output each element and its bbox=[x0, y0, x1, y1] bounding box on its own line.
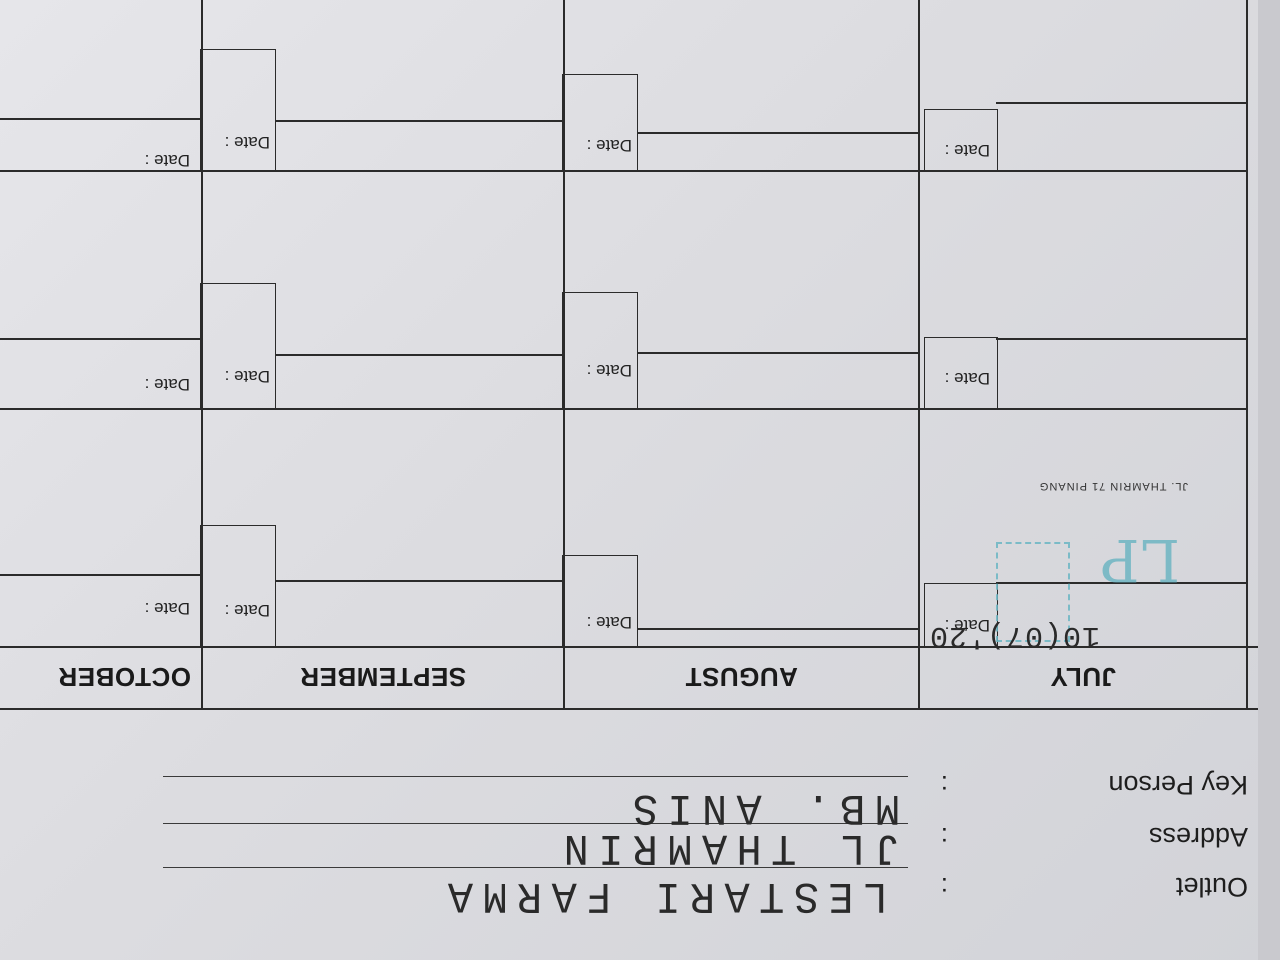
handwritten-date: 10(07)'20 bbox=[928, 618, 1100, 652]
key-person-line bbox=[163, 776, 908, 777]
date-tab bbox=[562, 74, 638, 170]
date-tab bbox=[562, 555, 638, 646]
key-person-value: MB. ANIS bbox=[623, 782, 900, 832]
grid-top-rule bbox=[0, 708, 1258, 710]
row-rule bbox=[0, 574, 201, 576]
key-person-colon: : bbox=[940, 770, 948, 800]
date-label: Date : bbox=[144, 599, 190, 618]
date-tab bbox=[200, 283, 276, 408]
grid-divider-1 bbox=[918, 0, 920, 710]
row-rule bbox=[276, 580, 563, 582]
row-rule bbox=[996, 102, 1246, 104]
month-october: OCTOBER bbox=[57, 662, 191, 692]
outlet-colon: : bbox=[940, 872, 948, 902]
date-label: Date : bbox=[144, 151, 190, 170]
address-label: Address bbox=[1148, 822, 1248, 852]
row-rule bbox=[996, 338, 1246, 340]
stamp-address-text: JL. THAMRIN 71 PINANG bbox=[1038, 480, 1188, 492]
stamp-initials: LP bbox=[1098, 526, 1180, 594]
date-label: Date : bbox=[586, 361, 632, 380]
paper-edge bbox=[1258, 0, 1280, 960]
date-label: Date : bbox=[586, 613, 632, 632]
row-rule bbox=[276, 354, 563, 356]
row-rule bbox=[276, 120, 563, 122]
row-rule bbox=[638, 352, 918, 354]
date-label: Date : bbox=[144, 375, 190, 394]
month-september: SEPTEMBER bbox=[299, 662, 467, 692]
row-rule bbox=[0, 338, 201, 340]
month-july: JULY bbox=[1049, 662, 1117, 692]
row-block-rule-1 bbox=[0, 408, 1246, 410]
row-rule bbox=[638, 628, 918, 630]
date-label: Date : bbox=[586, 136, 632, 155]
date-tab bbox=[200, 525, 276, 646]
key-person-label: Key Person bbox=[1108, 770, 1248, 800]
row-rule bbox=[638, 132, 918, 134]
date-label: Date : bbox=[944, 141, 990, 160]
date-label: Date : bbox=[224, 601, 270, 620]
date-label: Date : bbox=[944, 369, 990, 388]
row-block-rule-2 bbox=[0, 170, 1246, 172]
date-label: Date : bbox=[224, 367, 270, 386]
address-colon: : bbox=[940, 822, 948, 852]
outlet-value: LESTARI FARMA bbox=[438, 870, 888, 920]
date-label: Date : bbox=[224, 133, 270, 152]
outlet-label: Outlet bbox=[1175, 872, 1248, 902]
month-august: AUGUST bbox=[685, 662, 798, 692]
date-tab bbox=[562, 292, 638, 408]
row-rule bbox=[0, 118, 201, 120]
grid-left-border bbox=[1246, 0, 1248, 710]
